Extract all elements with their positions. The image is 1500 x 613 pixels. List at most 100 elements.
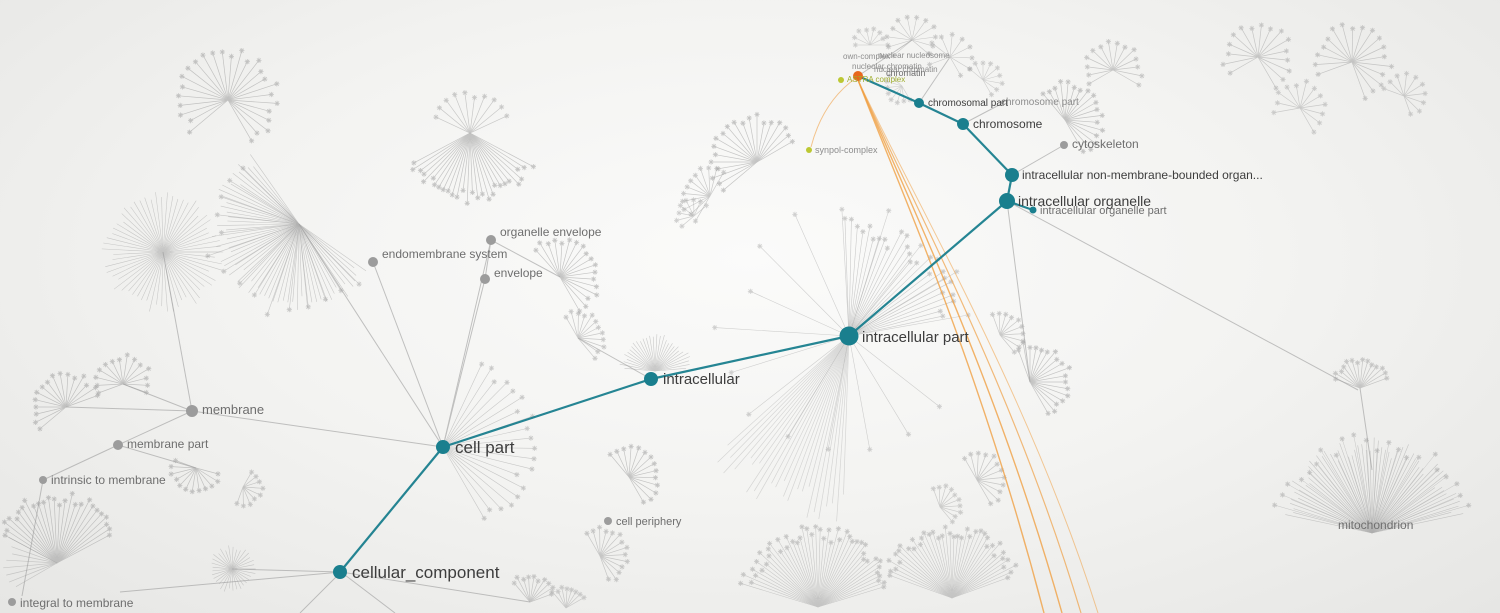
fan-cluster: [1015, 340, 1073, 416]
node-intrinsic-to-membrane[interactable]: intrinsic to membrane: [39, 473, 166, 487]
node-synpol-complex[interactable]: synpol-complex: [806, 145, 878, 155]
cluster-label: nuclear nucleosome: [878, 51, 950, 60]
node-label-chromosome: chromosome: [973, 117, 1043, 131]
node-dot-intracellular-organelle[interactable]: [999, 193, 1015, 209]
fan-cluster: [442, 361, 538, 521]
node-chromosomal-part[interactable]: chromosomal part: [914, 98, 1008, 109]
fan-cluster: [708, 111, 796, 193]
fan-cluster: [211, 154, 367, 310]
node-cellular-component[interactable]: cellular_component: [333, 563, 500, 582]
fan-cluster: [584, 524, 630, 583]
node-label-organelle-envelope: organelle envelope: [500, 225, 602, 239]
node-dot-cell-part[interactable]: [436, 440, 450, 454]
fan-cluster: [1040, 78, 1106, 155]
fan-cluster: [1220, 22, 1292, 91]
node-label-envelope: envelope: [494, 266, 543, 280]
node-organelle-envelope[interactable]: organelle envelope: [486, 225, 602, 245]
fan-cluster: [967, 60, 1005, 98]
fan-cluster: [1285, 437, 1464, 534]
node-cell-periphery[interactable]: cell periphery: [604, 516, 682, 528]
node-dot-chromosomal-part[interactable]: [914, 98, 924, 108]
fan-cluster: [3, 536, 58, 588]
node-intracellular-organelle-part[interactable]: intracellular organelle part: [1029, 205, 1167, 217]
node-dot-envelope[interactable]: [480, 274, 490, 284]
node-cytoskeleton[interactable]: cytoskeleton: [1060, 137, 1139, 151]
node-dot-cytoskeleton[interactable]: [1060, 141, 1068, 149]
node-dot-membrane[interactable]: [186, 405, 198, 417]
fan-cluster: [884, 14, 939, 59]
node-dot-organelle-envelope[interactable]: [486, 235, 496, 245]
node-dot-intracellular-part[interactable]: [839, 326, 859, 346]
fan-cluster: [1084, 38, 1145, 88]
cluster-label: nucleolar chromatin: [852, 62, 922, 71]
node-dot-membrane-part[interactable]: [113, 440, 123, 450]
teal-path-edges: [339, 74, 1034, 573]
node-astra-node[interactable]: [838, 77, 844, 83]
fan-cluster: [433, 90, 510, 134]
fan-cluster: [563, 308, 607, 361]
node-dot-chromatin-hub[interactable]: [853, 71, 863, 81]
node-intracellular[interactable]: intracellular: [644, 371, 740, 388]
fan-cluster: [168, 457, 221, 495]
node-dot-endomembrane-system[interactable]: [368, 257, 378, 267]
node-dot-cellular-component[interactable]: [333, 565, 347, 579]
node-label-intracellular-organelle: intracellular organelle: [1018, 193, 1151, 209]
fan-clusters: [1, 14, 1472, 609]
cluster-label: nuclear chromatin: [874, 65, 938, 74]
node-membrane[interactable]: membrane: [186, 402, 264, 417]
node-dot-intracellular[interactable]: [644, 372, 658, 386]
fan-cluster: [32, 370, 101, 432]
fan-cluster: [1, 491, 113, 564]
node-label-integral-to-membrane: integral to membrane: [20, 596, 134, 610]
fan-cluster: [549, 584, 587, 609]
fan-cluster: [607, 443, 661, 505]
fan-cluster: [533, 237, 600, 314]
fan-cluster: [961, 450, 1007, 507]
node-dot-intracellular-organelle-part[interactable]: [1029, 206, 1037, 214]
node-cell-part[interactable]: cell part: [436, 438, 515, 457]
fan-cluster: [842, 215, 957, 337]
fan-cluster: [1271, 78, 1328, 135]
node-chromatin-hub[interactable]: [853, 71, 863, 81]
orange-path-curves: [810, 77, 1099, 613]
fan-cluster: [93, 352, 152, 396]
fan-cluster: [1332, 357, 1390, 389]
fan-cluster: [1312, 22, 1395, 102]
node-dot-intrinsic-to-membrane[interactable]: [39, 476, 47, 484]
node-label-cell-periphery: cell periphery: [616, 516, 682, 528]
fan-cluster: [737, 524, 887, 608]
fan-cluster: [679, 165, 727, 224]
node-dot-cell-periphery[interactable]: [604, 517, 612, 525]
node-label-intracellular-organelle-part: intracellular organelle part: [1040, 205, 1167, 217]
node-intracellular-non-membrane-bounded-organelle[interactable]: intracellular non-membrane-bounded organ…: [1005, 168, 1263, 182]
cluster-label: chromosome part: [1001, 97, 1079, 108]
node-label-intracellular: intracellular: [663, 371, 740, 388]
fan-cluster: [1381, 70, 1428, 117]
fan-cluster: [930, 483, 964, 525]
node-intracellular-part[interactable]: intracellular part: [839, 326, 970, 347]
node-chromosome[interactable]: chromosome: [957, 117, 1043, 131]
node-dot-astra-node[interactable]: [838, 77, 844, 83]
node-dot-synpol-complex[interactable]: [806, 147, 812, 153]
node-label-cellular-component: cellular_component: [352, 563, 500, 582]
node-endomembrane-system[interactable]: endomembrane system: [368, 247, 507, 267]
node-integral-to-membrane[interactable]: integral to membrane: [8, 596, 134, 610]
node-intracellular-organelle[interactable]: intracellular organelle: [999, 193, 1151, 209]
node-dot-intracellular-non-membrane-bounded-organelle[interactable]: [1005, 168, 1019, 182]
node-envelope[interactable]: envelope: [480, 266, 543, 284]
node-label-membrane-part: membrane part: [127, 437, 209, 451]
node-dot-chromosome[interactable]: [957, 118, 969, 130]
node-label-cell-part: cell part: [455, 438, 515, 457]
fan-cluster: [717, 335, 850, 522]
fan-cluster: [175, 47, 280, 144]
node-dot-integral-to-membrane[interactable]: [8, 598, 16, 606]
node-label-synpol-complex: synpol-complex: [815, 145, 878, 155]
node-membrane-part[interactable]: membrane part: [113, 437, 209, 451]
fan-cluster: [673, 197, 710, 229]
fan-cluster: [410, 132, 537, 206]
node-label-intrinsic-to-membrane: intrinsic to membrane: [51, 473, 166, 487]
node-label-cytoskeleton: cytoskeleton: [1072, 137, 1139, 151]
